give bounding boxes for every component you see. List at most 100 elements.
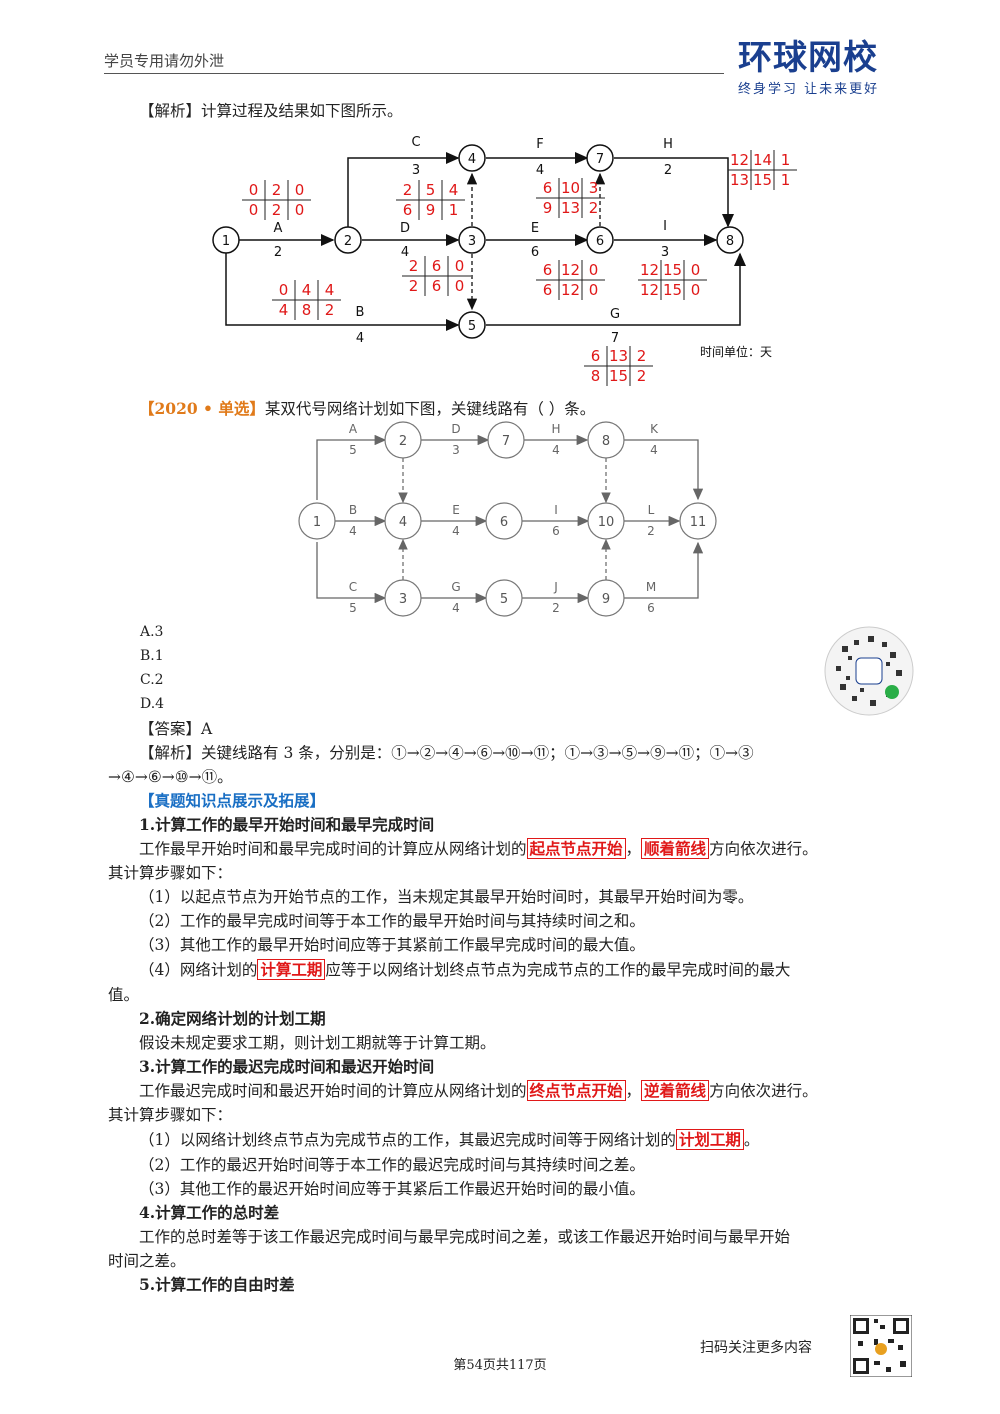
arrow2-K (623, 439, 704, 501)
s3-title: 3.计算工作的最迟完成时间和最迟开始时间 (139, 1057, 435, 1076)
time-value: 9 (543, 199, 553, 217)
time-value: 8 (302, 301, 312, 319)
s1-paragraph: 工作最早开始时间和最早完成时间的计算应从网络计划的起点节点开始，顺着箭线方向依次… (139, 837, 818, 861)
time-value: 8 (591, 367, 601, 385)
task2-duration-E: 4 (452, 524, 460, 538)
time-value: 2 (637, 367, 647, 385)
node-7 (586, 144, 614, 172)
s3-paragraph: 工作最迟完成时间和最迟开始时间的计算应从网络计划的终点节点开始，逆着箭线方向依次… (139, 1079, 818, 1103)
task2-duration-G: 4 (452, 601, 460, 615)
answer-value: A (201, 720, 213, 738)
time-value: 0 (249, 181, 259, 199)
time-value: 0 (455, 277, 465, 295)
task2-duration-H: 4 (552, 443, 560, 457)
node-label-4: 4 (468, 152, 476, 167)
task2-duration-L: 2 (647, 524, 655, 538)
answer-label: 【答案】 (139, 720, 202, 738)
time-value: 3 (589, 179, 599, 197)
option-c: C.2 (140, 672, 164, 688)
task2-duration-C: 5 (349, 601, 357, 615)
arrow2-A (316, 434, 387, 500)
s3-sep: ， (625, 1082, 642, 1100)
time-value: 10 (561, 179, 580, 197)
s3-step1-pre: （1）以网络计划终点节点为完成节点的工作，其最迟完成时间等于网络计划的 (139, 1131, 676, 1149)
task2-duration-D: 3 (452, 443, 460, 457)
s1-step-4: （4）网络计划的计算工期应等于以网络计划终点节点为完成节点的工作的最早完成时间的… (139, 958, 790, 982)
node-label-1: 1 (222, 234, 230, 249)
task2-name-E: E (452, 503, 460, 517)
analysis-2-line2: →④→⑥→⑩→⑪。 (108, 768, 233, 786)
task-duration-F: 4 (536, 163, 544, 178)
time-value: 4 (449, 181, 459, 199)
task2-name-I: I (554, 503, 558, 517)
node2-1 (298, 502, 336, 540)
node-6 (586, 226, 614, 254)
arrow-H (614, 157, 734, 228)
time-value: 2 (272, 181, 282, 199)
task2-name-C: C (349, 580, 357, 594)
s3-highlight-direction: 逆着箭线 (641, 1080, 710, 1101)
node2-2 (384, 421, 422, 459)
task-name-D: D (400, 221, 410, 236)
node2-9 (587, 579, 625, 617)
task2-name-B: B (349, 503, 357, 517)
s2-title: 2.确定网络计划的计划工期 (139, 1009, 326, 1028)
node2-7 (487, 421, 525, 459)
task2-duration-A: 5 (349, 443, 357, 457)
logo-title: 环球网校 (738, 38, 878, 78)
task-duration-H: 2 (664, 163, 672, 178)
s1-sep: ， (625, 840, 642, 858)
time-value: 6 (543, 261, 553, 279)
wechat-qr-code[interactable] (824, 626, 914, 716)
s1-steps-intro: 其计算步骤如下： (108, 864, 233, 882)
node-label-3: 3 (468, 234, 476, 249)
task2-name-H: H (551, 422, 560, 436)
node-label-8: 8 (726, 234, 734, 249)
time-value: 14 (753, 151, 772, 169)
s1-step4-highlight: 计算工期 (257, 959, 326, 980)
time-value: 2 (589, 199, 599, 217)
s3-step1-post: 。 (743, 1131, 760, 1149)
arrow-B (225, 253, 460, 331)
task-duration-D: 4 (401, 245, 409, 260)
analysis-1: 【解析】计算过程及结果如下图所示。 (139, 99, 403, 123)
node2-4 (384, 502, 422, 540)
task2-duration-M: 6 (647, 601, 655, 615)
task2-duration-K: 4 (650, 443, 658, 457)
node-5 (458, 311, 486, 339)
node-1 (212, 226, 240, 254)
node2-label-2: 2 (399, 434, 407, 449)
s5-title: 5.计算工作的自由时差 (139, 1275, 295, 1294)
s1-step4-pre: （4）网络计划的 (139, 961, 258, 979)
time-value: 15 (663, 281, 682, 299)
time-value: 15 (609, 367, 628, 385)
s3-highlight-start: 终点节点开始 (526, 1080, 626, 1101)
node2-label-9: 9 (602, 592, 610, 607)
task-duration-A: 2 (274, 245, 282, 260)
analysis-label: 【解析】 (139, 102, 202, 120)
s3-step-2: （2）工作的最迟开始时间等于本工作的最迟完成时间与其持续时间之差。 (139, 1156, 645, 1174)
node2-label-6: 6 (500, 515, 508, 530)
node2-label-7: 7 (502, 434, 510, 449)
footer-qr-code[interactable] (850, 1315, 912, 1377)
node2-label-8: 8 (602, 434, 610, 449)
node-label-5: 5 (468, 319, 476, 334)
s3-text-post: 方向依次进行。 (709, 1082, 818, 1100)
s1-highlight-start: 起点节点开始 (526, 838, 626, 859)
s1-title: 1.计算工作的最早开始时间和最早完成时间 (139, 815, 435, 834)
time-value: 4 (279, 301, 289, 319)
time-value: 1 (781, 171, 791, 189)
analysis2-text: 关键线路有 3 条，分别是：①→②→④→⑥→⑩→⑪；①→③→⑤→⑨→⑪；①→③ (201, 744, 754, 762)
node2-11 (679, 502, 717, 540)
task-name-H: H (663, 137, 673, 152)
time-value: 2 (409, 277, 419, 295)
options-list: A.3 B.1 C.2 D.4 (140, 620, 164, 716)
task2-duration-B: 4 (349, 524, 357, 538)
